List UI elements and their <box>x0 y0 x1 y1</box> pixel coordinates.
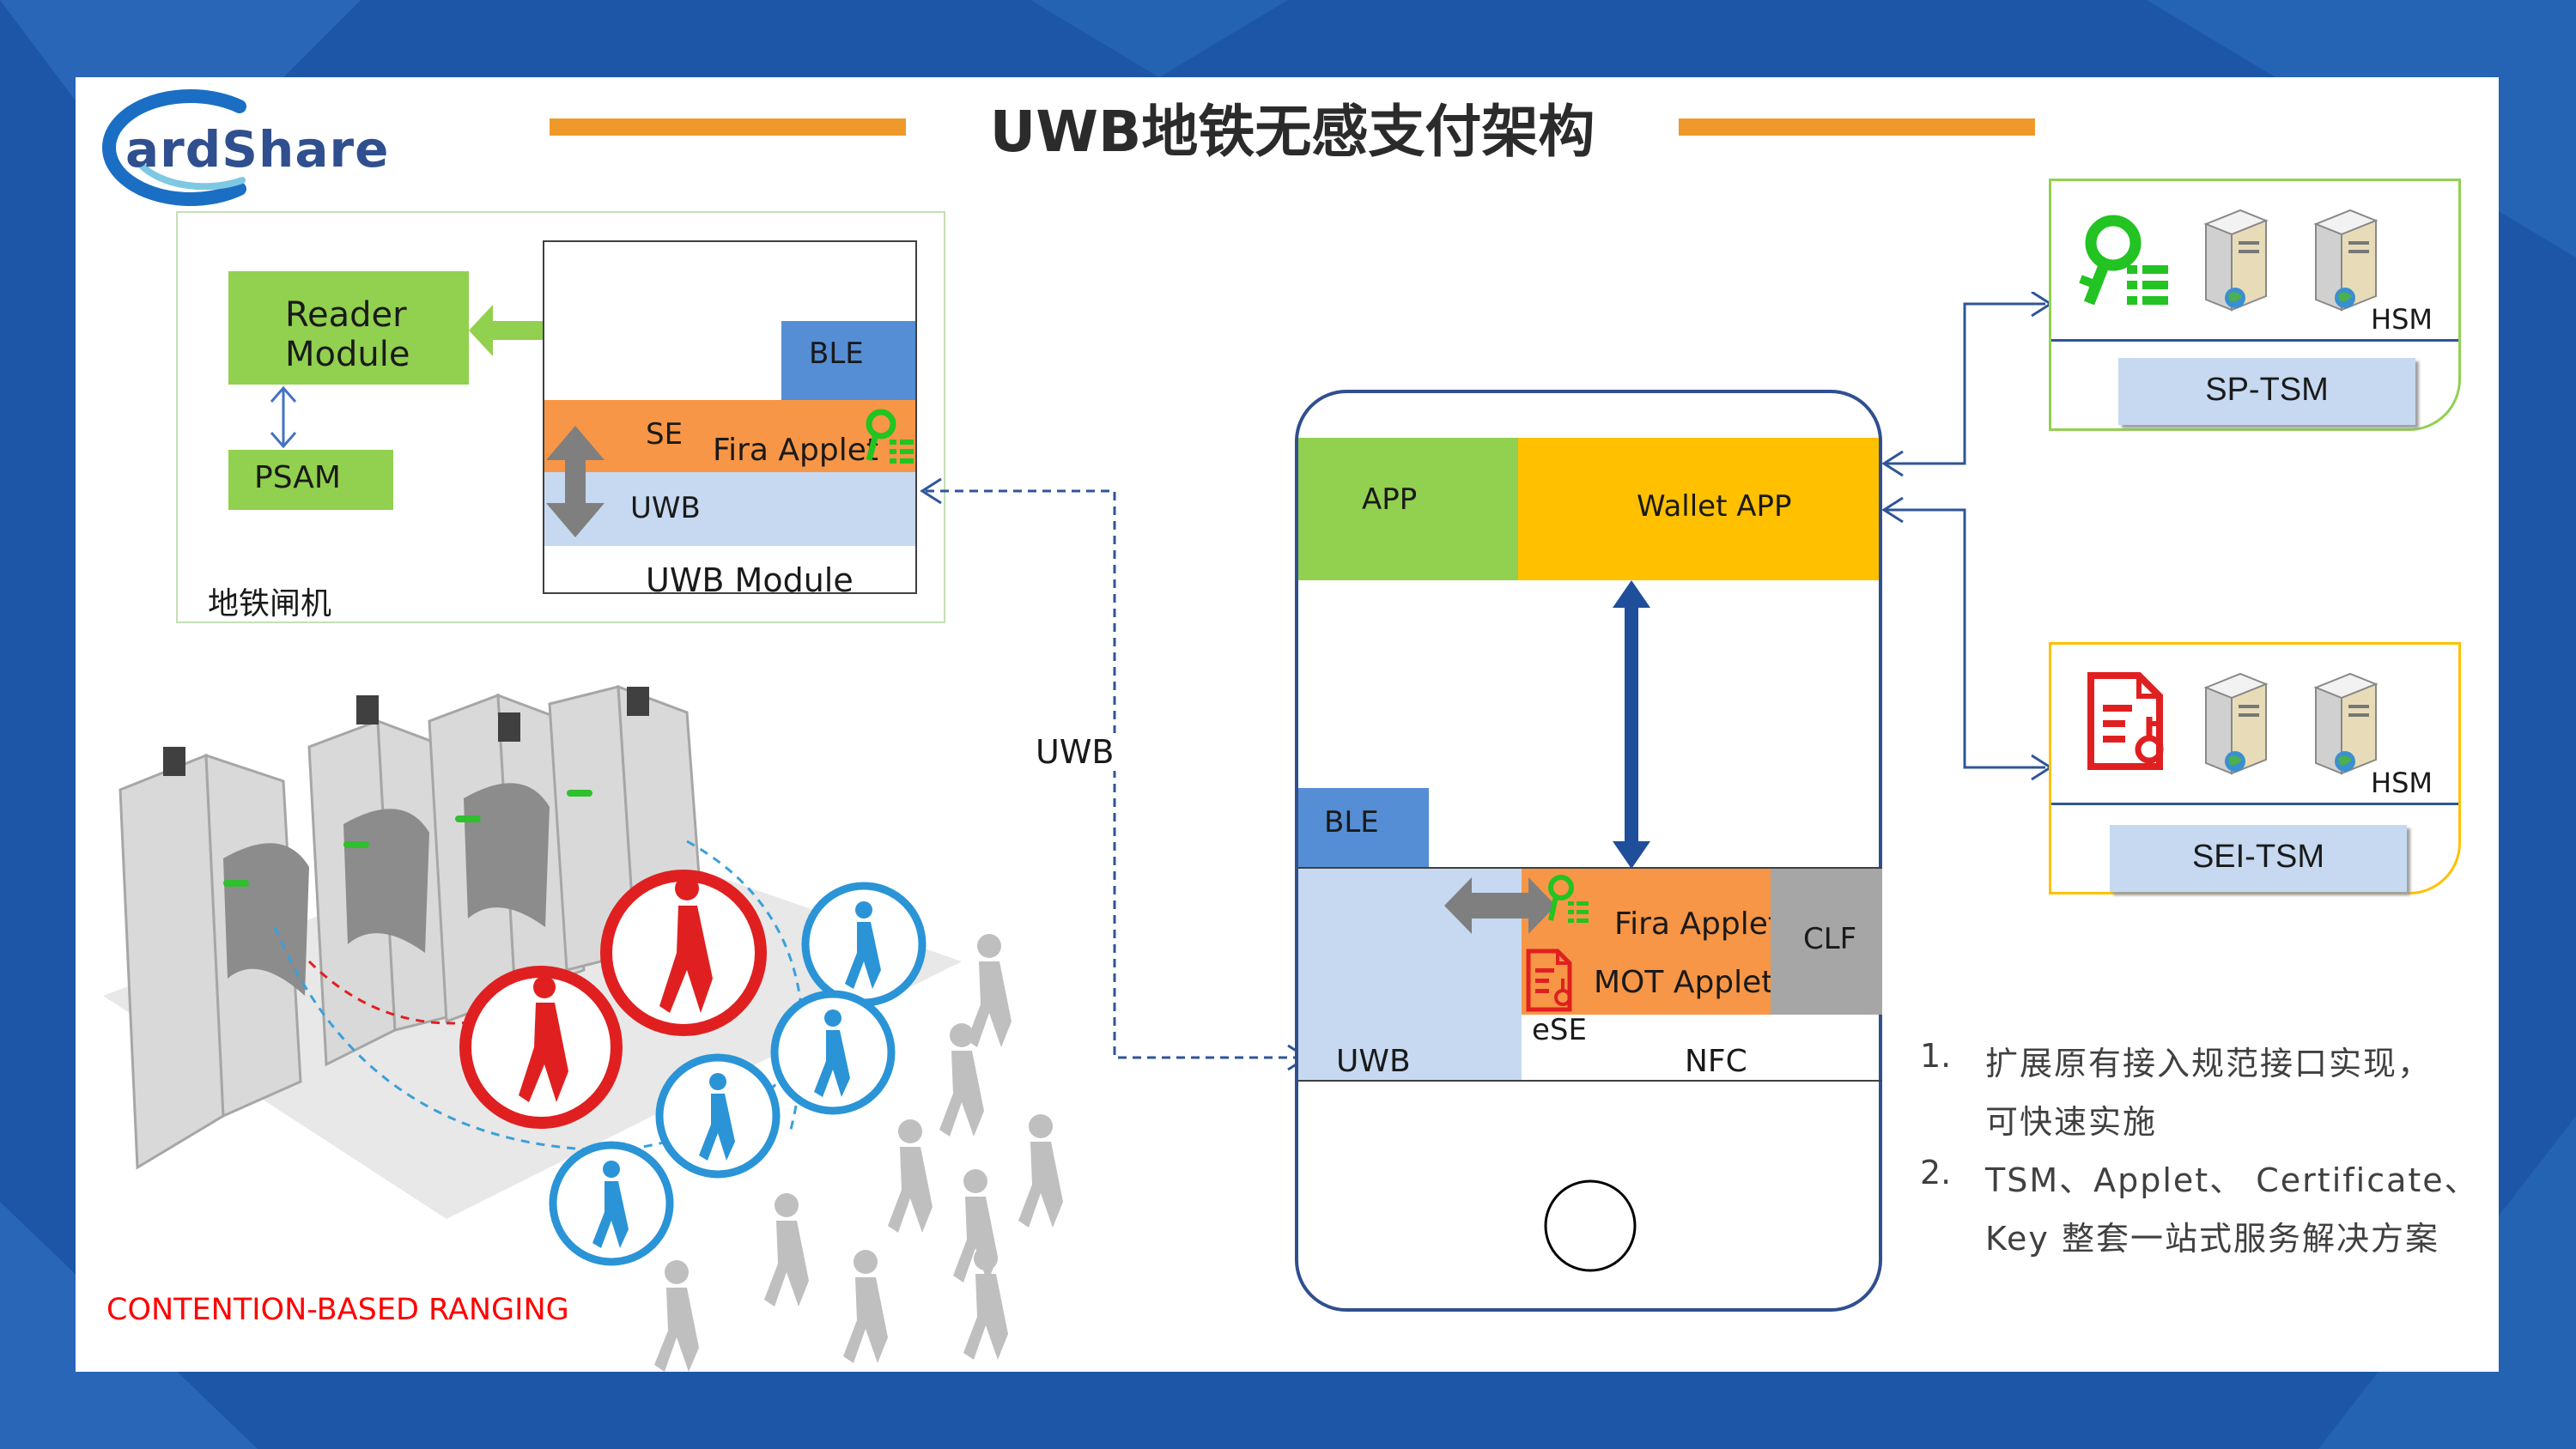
phone-clf-label: CLF <box>1803 922 1857 956</box>
home-button[interactable] <box>1542 1178 1638 1274</box>
uwb-ese-arrow <box>1444 877 1556 934</box>
phone-nfc-label: NFC <box>1685 1044 1747 1079</box>
logo-text: ardShare <box>125 120 390 179</box>
gate-ble-box: BLE <box>781 321 915 400</box>
wallet-app-label: Wallet APP <box>1637 489 1792 524</box>
ranging-caption: CONTENTION-BASED RANGING <box>106 1293 569 1327</box>
psam-label: PSAM <box>254 460 341 495</box>
sp-tsm-panel: HSM SP-TSM <box>2049 179 2461 431</box>
sp-tsm-label: SP-TSM <box>2205 372 2329 408</box>
phone-uwb-label: UWB <box>1336 1044 1411 1079</box>
phone-ble-label: BLE <box>1324 805 1379 840</box>
phone-app-label: APP <box>1362 482 1418 517</box>
phone-fira-applet-label: Fira Applet <box>1614 906 1780 942</box>
phone-clf-box: CLF <box>1771 869 1882 1015</box>
sei-tsm-label-box: SEI-TSM <box>2110 825 2407 892</box>
sei-tsm-label: SEI-TSM <box>2191 839 2325 875</box>
phone-app-box: APP <box>1298 438 1518 580</box>
reader-module-label: Reader Module <box>285 295 410 374</box>
sei-tsm-panel: HSM SEI-TSM <box>2049 642 2461 894</box>
server-icon <box>2203 672 2269 775</box>
subway-gate-illustration <box>103 684 1063 1372</box>
gate-uwb-box: UWB <box>544 472 915 546</box>
reader-module-box: Reader Module <box>228 271 469 385</box>
gate-ble-label: BLE <box>809 336 864 371</box>
psam-box: PSAM <box>228 450 393 510</box>
sp-hsm-label: HSM <box>2371 303 2433 336</box>
phone-ese-label: eSE <box>1532 1013 1587 1047</box>
logo-c-mark <box>102 89 246 206</box>
gate-se-label: SE <box>646 417 683 452</box>
phone-bottom-module <box>1298 867 1882 1082</box>
uwb-link-label: UWB <box>1032 733 1118 771</box>
note-2-line2: Key 整套一站式服务解决方案 <box>1985 1220 2439 1258</box>
gate-diagram-frame <box>176 211 945 623</box>
uwb-link-connector <box>920 477 1309 1071</box>
note-1-line2: 可快速实施 <box>1985 1103 2158 1141</box>
gate-label: 地铁闸机 <box>208 586 332 621</box>
key-list-icon <box>866 409 914 464</box>
page-title: UWB地铁无感支付架构 <box>989 99 1595 165</box>
green-key-list-icon <box>2079 215 2168 306</box>
uwb-module-label: UWB Module <box>646 561 854 599</box>
tsm-connectors <box>1881 292 2053 781</box>
cardshare-logo: ardShare <box>89 88 388 208</box>
red-document-key-icon <box>2087 672 2164 770</box>
note-1-line1: 扩展原有接入规范接口实现， <box>1985 1045 2433 1082</box>
document-key-icon <box>1526 949 1572 1012</box>
wallet-ese-arrow <box>1613 580 1650 869</box>
gate-fira-applet-label: Fira Applet <box>713 433 878 468</box>
sei-divider <box>2051 803 2458 805</box>
note-2-line1: TSM、Applet、 Certificate、 <box>1985 1161 2479 1199</box>
hsm-server-icon <box>2313 209 2379 312</box>
phone-ble-box: BLE <box>1298 788 1429 867</box>
title-bar-left <box>550 118 906 136</box>
sei-hsm-label: HSM <box>2371 767 2433 799</box>
phone-key-list-icon <box>1548 875 1589 923</box>
reader-uwb-arrow <box>469 305 572 356</box>
phone-mot-applet-label: MOT Applet <box>1594 965 1774 1000</box>
sp-tsm-label-box: SP-TSM <box>2118 358 2415 425</box>
gate-se-box: SE Fira Applet <box>544 400 915 472</box>
server-icon <box>2203 209 2269 312</box>
se-uwb-arrow <box>546 426 605 537</box>
wallet-app-box: Wallet APP <box>1518 438 1879 580</box>
gate-uwb-label: UWB <box>630 491 701 525</box>
reader-psam-arrow <box>270 385 297 449</box>
title-bar-right <box>1679 118 2035 136</box>
hsm-server-icon <box>2313 672 2379 775</box>
note-2-number: 2. <box>1920 1154 1952 1191</box>
sp-divider <box>2051 339 2458 342</box>
note-1-number: 1. <box>1920 1037 1952 1075</box>
